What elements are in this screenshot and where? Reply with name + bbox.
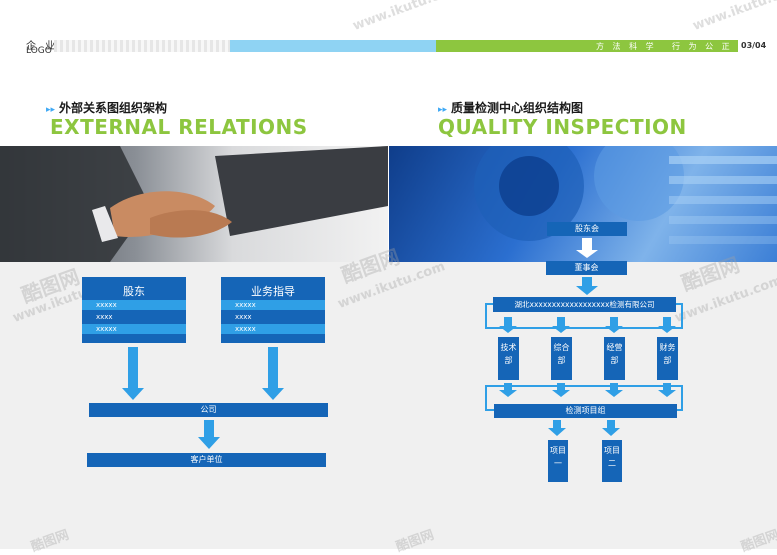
company-bar: 公司 — [89, 403, 328, 417]
page-number: 03/04 — [741, 41, 767, 50]
handshake-illustration — [0, 146, 388, 262]
shareholder-box: 股东 xxxxx xxxx xxxxx — [82, 277, 186, 343]
board-box: 董事会 — [546, 261, 627, 275]
project-two-box: 项目二 — [602, 440, 622, 482]
left-cn-title-text: 外部关系图组织架构 — [59, 101, 168, 115]
header-bar-green — [436, 40, 738, 52]
guidance-row: xxxxx — [221, 300, 325, 310]
arrow-down-icon — [499, 383, 517, 397]
arrow-down-icon — [605, 383, 623, 397]
department-finance: 财务部 — [657, 337, 678, 380]
guidance-row: xxxx — [221, 312, 325, 322]
handshake-photo — [0, 146, 388, 262]
business-guidance-box: 业务指导 xxxxx xxxx xxxxx — [221, 277, 325, 343]
company-box: 湖北xxxxxxxxxxxxxxxxxx检测有限公司 — [493, 297, 676, 312]
department-business: 经营部 — [604, 337, 625, 380]
logo-text: LOGO — [26, 46, 52, 56]
department-technical: 技术部 — [498, 337, 519, 380]
arrow-down-icon — [658, 317, 676, 333]
project-one-box: 项目一 — [548, 440, 568, 482]
right-section-cn-title: ▸▸质量检测中心组织结构图 — [438, 99, 583, 116]
header-bar-gray — [54, 40, 230, 52]
arrow-down-icon — [499, 317, 517, 333]
arrow-down-icon — [576, 277, 598, 295]
arrow-down-icon — [658, 383, 676, 397]
arrow-down-icon — [576, 238, 598, 258]
header-bar-blue — [230, 40, 436, 52]
arrow-down-icon — [122, 347, 144, 400]
guidance-row: xxxxx — [221, 324, 325, 334]
right-section-en-title: QUALITY INSPECTION — [438, 115, 687, 139]
arrow-down-icon — [605, 317, 623, 333]
arrow-down-icon — [262, 347, 284, 400]
project-group-box: 检测项目组 — [494, 404, 677, 418]
double-arrow-icon: ▸▸ — [46, 105, 56, 115]
gear-photo — [389, 146, 777, 262]
right-cn-title-text: 质量检测中心组织结构图 — [451, 101, 584, 115]
arrow-down-icon — [552, 317, 570, 333]
header-tag-behavior: 行 为 公 正 — [672, 42, 733, 51]
department-general: 综合部 — [551, 337, 572, 380]
shareholder-row: xxxxx — [82, 300, 186, 310]
shareholder-title: 股东 — [123, 285, 145, 298]
double-arrow-icon: ▸▸ — [438, 105, 448, 115]
business-guidance-title: 业务指导 — [251, 285, 295, 298]
logo-top-text: 企 业 — [26, 41, 59, 52]
shareholders-meeting-box: 股东会 — [547, 222, 627, 236]
gear-illustration — [474, 146, 777, 244]
arrow-down-icon — [548, 420, 566, 436]
arrow-down-icon — [552, 383, 570, 397]
header-tag-method: 方 法 科 学 — [596, 42, 657, 51]
left-section-cn-title: ▸▸外部关系图组织架构 — [46, 99, 167, 116]
left-section-en-title: EXTERNAL RELATIONS — [50, 115, 308, 139]
arrow-down-icon — [602, 420, 620, 436]
shareholder-row: xxxxx — [82, 324, 186, 334]
shareholder-row: xxxx — [82, 312, 186, 322]
arrow-down-icon — [198, 420, 220, 449]
client-bar: 客户单位 — [87, 453, 326, 467]
